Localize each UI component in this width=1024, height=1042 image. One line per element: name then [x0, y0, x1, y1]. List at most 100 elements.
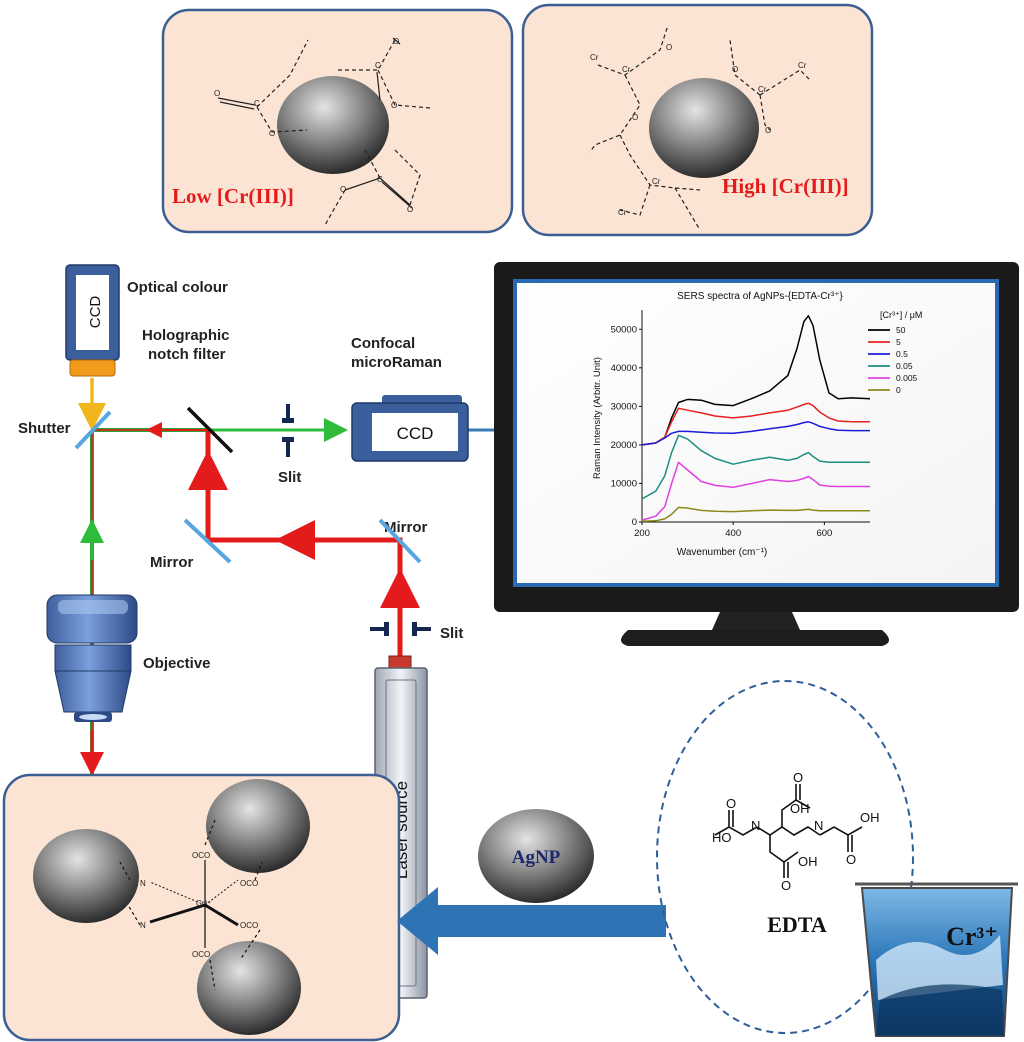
y-tick-label: 20000 — [611, 440, 637, 451]
svg-text:O: O — [781, 878, 791, 893]
confocal-label: Confocal — [351, 335, 415, 352]
atom-labels: O C O C O O C O O — [214, 37, 413, 214]
optical-elements — [74, 404, 431, 636]
plot-area — [641, 310, 870, 523]
cr-complex-bonds — [119, 819, 263, 991]
low-cr-panel: O C O C O O C O O Low [Cr(III)] — [161, 8, 514, 234]
shutter-mirror — [74, 410, 112, 450]
series-line-50 — [641, 315, 871, 446]
y-tick-label: 40000 — [611, 363, 637, 374]
silver-nanoparticle — [649, 78, 759, 178]
legend-entry: 0.05 — [896, 361, 913, 371]
mirror-right-label: Mirror — [384, 519, 428, 536]
svg-text:O: O — [393, 37, 399, 46]
svg-text:C: C — [377, 175, 383, 184]
svg-text:Cr: Cr — [622, 65, 631, 74]
objective-lens — [46, 594, 138, 722]
optical-colour-label: Optical colour — [127, 279, 228, 296]
svg-text:OH: OH — [798, 854, 818, 869]
cr3-label: Cr³⁺ — [946, 922, 998, 951]
legend-entry: 0.5 — [896, 349, 908, 359]
legend-entry: 0 — [896, 385, 901, 395]
legend-entry: 5 — [896, 337, 901, 347]
process-arrow — [397, 887, 666, 955]
high-cr-label: High [Cr(III)] — [722, 174, 849, 198]
svg-text:OH: OH — [790, 801, 810, 816]
series-line-0.5 — [641, 421, 870, 446]
svg-text:O: O — [632, 113, 638, 122]
silver-nanoparticle — [33, 829, 139, 923]
optical-ccd-text: CCD — [87, 296, 104, 329]
svg-text:N: N — [751, 818, 760, 833]
microraman-ccd: CCD — [351, 395, 469, 462]
y-tick-label: 0 — [632, 517, 637, 528]
svg-text:Cr³⁺: Cr³⁺ — [196, 899, 211, 908]
svg-text:O: O — [765, 126, 771, 135]
edta-label: EDTA — [767, 912, 827, 937]
slit-top-label: Slit — [278, 469, 301, 486]
svg-text:O: O — [732, 65, 738, 74]
y-tick-label: 50000 — [611, 324, 637, 335]
silver-nanoparticle — [197, 941, 301, 1035]
holographic-label: Holographic — [142, 327, 230, 344]
high-cr-panel: Cr Cr O O Cr O Cr O Cr Cr High [Cr(III)] — [521, 3, 874, 237]
svg-text:OCO: OCO — [240, 879, 258, 888]
atom-labels: Cr Cr O O Cr O Cr O Cr Cr — [590, 43, 807, 217]
x-tick-label: 200 — [634, 528, 650, 539]
svg-text:Cr: Cr — [590, 53, 599, 62]
legend-entry: 50 — [896, 325, 906, 335]
y-tick-label: 10000 — [611, 478, 637, 489]
microraman-label: microRaman — [351, 354, 442, 371]
mirror-left — [183, 518, 232, 564]
agnp-label: AgNP — [512, 847, 561, 868]
silver-nanoparticle — [277, 76, 389, 174]
svg-text:Cr: Cr — [798, 61, 807, 70]
edta-structure — [714, 784, 863, 878]
legend-title: [Cr³⁺] / μM — [880, 310, 922, 320]
svg-text:O: O — [340, 185, 346, 194]
svg-text:C: C — [254, 99, 260, 108]
svg-text:O: O — [666, 43, 672, 52]
svg-text:O: O — [793, 770, 803, 785]
svg-text:OCO: OCO — [192, 950, 210, 959]
optical-ccd-camera: CCD — [65, 264, 120, 377]
sers-chart: SERS spectra of AgNPs-{EDTA-Cr³⁺} 0 10000… — [592, 291, 922, 558]
svg-text:O: O — [726, 796, 736, 811]
slit-bottom — [370, 622, 431, 636]
x-axis-label: Wavenumber (cm⁻¹) — [677, 547, 767, 558]
svg-text:OCO: OCO — [192, 851, 210, 860]
svg-text:O: O — [214, 89, 220, 98]
mirror-right — [378, 518, 422, 564]
x-tick-label: 400 — [725, 528, 741, 539]
chromium-complex-ligands — [589, 24, 811, 231]
slit-top — [282, 404, 294, 457]
svg-text:HO: HO — [712, 830, 732, 845]
chart-series — [641, 315, 871, 522]
edta-solution-boundary — [656, 680, 914, 1034]
edta-atom-labels: OH O N N HO O OH O OH O — [712, 770, 880, 893]
y-axis-label: Raman Intensity (Arbitr. Unit) — [592, 357, 603, 479]
chart-title: SERS spectra of AgNPs-{EDTA-Cr³⁺} — [677, 291, 843, 302]
monitor — [494, 262, 1019, 646]
shutter-label: Shutter — [18, 420, 71, 437]
silver-nanoparticle — [206, 779, 310, 873]
svg-text:C: C — [375, 61, 381, 70]
chart-legend: 50 5 0.5 0.05 0.005 0 — [868, 325, 918, 395]
atom-labels: Cr³⁺ OCO OCO OCO OCO N N — [140, 851, 258, 959]
legend-entry: 0.005 — [896, 373, 918, 383]
series-line-5 — [641, 402, 870, 446]
series-line-0.005 — [641, 461, 870, 521]
svg-text:O: O — [269, 129, 275, 138]
svg-text:Cr: Cr — [758, 85, 767, 94]
svg-text:N: N — [140, 921, 146, 930]
notch-filter-label: notch filter — [148, 346, 226, 363]
complex-panel: Cr³⁺ OCO OCO OCO OCO N N — [2, 773, 401, 1042]
series-line-0.05 — [641, 434, 870, 500]
raman-ccd-text: CCD — [397, 424, 434, 443]
svg-text:Cr: Cr — [652, 177, 661, 186]
carboxylate-ligands — [217, 37, 431, 226]
svg-text:Cr: Cr — [618, 208, 627, 217]
